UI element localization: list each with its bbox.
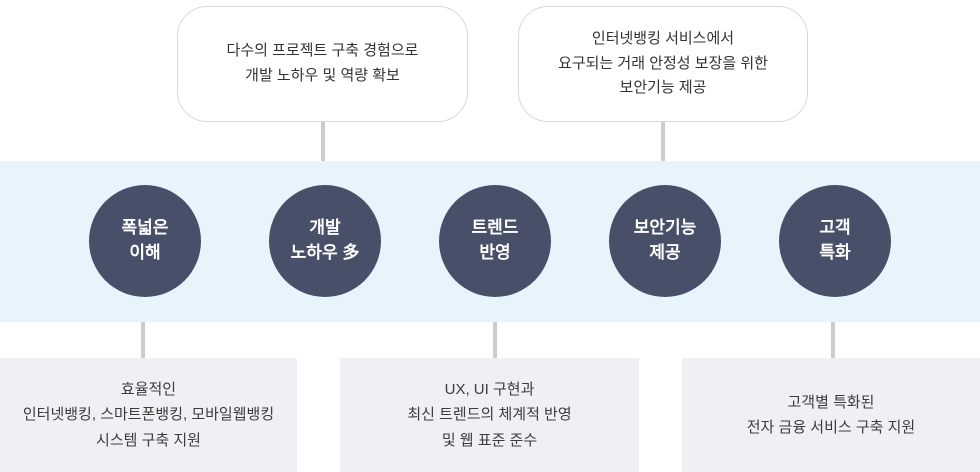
detail-block-ux-ui-standards-text: UX, UI 구현과 최신 트렌드의 체계적 반영 및 웹 표준 준수 xyxy=(407,380,572,449)
feature-circle-dev-knowhow-label: 개발 노하우 多 xyxy=(290,218,360,262)
callout-bubble-security-text: 인터넷뱅킹 서비스에서 요구되는 거래 안정성 보장을 위한 보안기능 제공 xyxy=(558,29,768,97)
feature-circle-security-function: 보안기능 제공 xyxy=(609,185,721,297)
connector-line-block-3 xyxy=(831,322,835,359)
feature-circle-dev-knowhow: 개발 노하우 多 xyxy=(269,185,381,297)
detail-block-banking-systems: 효율적인 인터넷뱅킹, 스마트폰뱅킹, 모바일웹뱅킹 시스템 구축 지원 xyxy=(0,358,297,472)
detail-block-customer-finance-services: 고객별 특화된 전자 금융 서비스 구축 지원 xyxy=(682,358,980,472)
callout-bubble-dev-knowhow: 다수의 프로젝트 구축 경험으로 개발 노하우 및 역량 확보 xyxy=(177,6,468,122)
connector-line-bubble-2 xyxy=(661,120,665,162)
connector-line-bubble-1 xyxy=(321,120,325,162)
feature-circle-broad-understanding-label: 폭넓은 이해 xyxy=(121,218,169,262)
feature-circle-broad-understanding: 폭넓은 이해 xyxy=(89,185,201,297)
feature-circle-trend-reflection: 트렌드 반영 xyxy=(439,185,551,297)
feature-circle-security-function-label: 보안기능 제공 xyxy=(633,218,697,262)
feature-circle-customer-specialized: 고객 특화 xyxy=(779,185,891,297)
connector-line-block-2 xyxy=(493,322,497,359)
callout-bubble-dev-knowhow-text: 다수의 프로젝트 구축 경험으로 개발 노하우 및 역량 확보 xyxy=(226,42,419,84)
feature-circle-customer-specialized-label: 고객 특화 xyxy=(819,218,851,262)
detail-block-banking-systems-text: 효율적인 인터넷뱅킹, 스마트폰뱅킹, 모바일웹뱅킹 시스템 구축 지원 xyxy=(22,380,275,449)
feature-circle-trend-reflection-label: 트렌드 반영 xyxy=(471,218,519,262)
callout-bubble-security: 인터넷뱅킹 서비스에서 요구되는 거래 안정성 보장을 위한 보안기능 제공 xyxy=(518,6,808,122)
connector-line-block-1 xyxy=(141,322,145,359)
detail-block-customer-finance-services-text: 고객별 특화된 전자 금융 서비스 구축 지원 xyxy=(746,393,916,437)
detail-block-ux-ui-standards: UX, UI 구현과 최신 트렌드의 체계적 반영 및 웹 표준 준수 xyxy=(340,358,639,472)
